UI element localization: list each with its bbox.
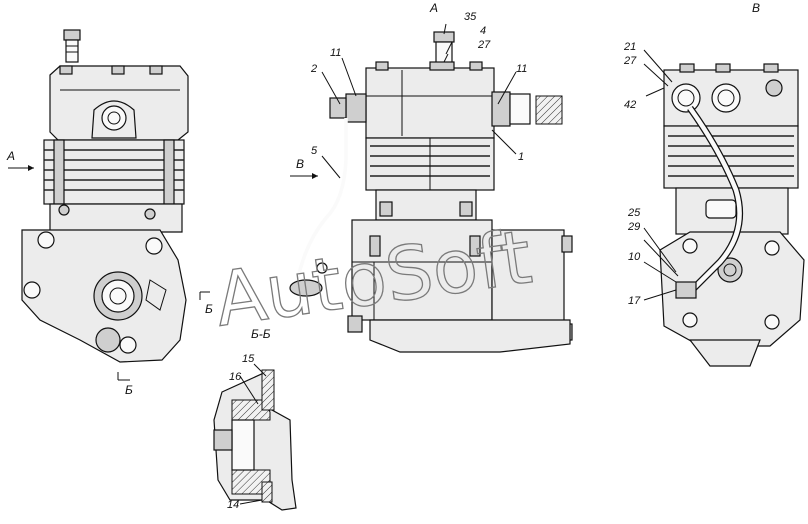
- label-2: 2: [310, 63, 317, 75]
- left-side-view: А Б Б: [6, 29, 213, 397]
- right-view-v: В: [623, 1, 805, 367]
- label-4: 4: [480, 25, 486, 37]
- label-14: 14: [227, 499, 239, 511]
- center-front-view: В А 35 4 27 11 2 11 5 1: [289, 1, 573, 353]
- label-21: 21: [623, 41, 636, 53]
- cut-b-top-label: Б: [205, 302, 213, 316]
- label-35: 35: [464, 11, 477, 23]
- label-16: 16: [229, 371, 242, 383]
- label-29: 29: [627, 221, 640, 233]
- view-v-title: В: [752, 1, 760, 15]
- label-25: 25: [627, 207, 641, 219]
- label-15: 15: [242, 353, 255, 365]
- label-27-right: 27: [623, 55, 637, 67]
- section-bb-title: Б-Б: [251, 327, 271, 341]
- label-11-left: 11: [330, 47, 341, 59]
- label-42: 42: [624, 99, 636, 111]
- label-27: 27: [477, 39, 491, 51]
- label-5: 5: [311, 145, 318, 157]
- arrow-a-label: А: [6, 149, 15, 163]
- view-a-title: А: [429, 1, 438, 15]
- label-11-right: 11: [516, 63, 527, 75]
- label-1: 1: [518, 151, 524, 163]
- section-bb: Б-Б 15 16 14: [213, 327, 297, 511]
- arrow-v-label: В: [296, 157, 304, 171]
- cut-b-bottom-label: Б: [125, 383, 133, 397]
- label-17: 17: [628, 295, 641, 307]
- label-10: 10: [628, 251, 641, 263]
